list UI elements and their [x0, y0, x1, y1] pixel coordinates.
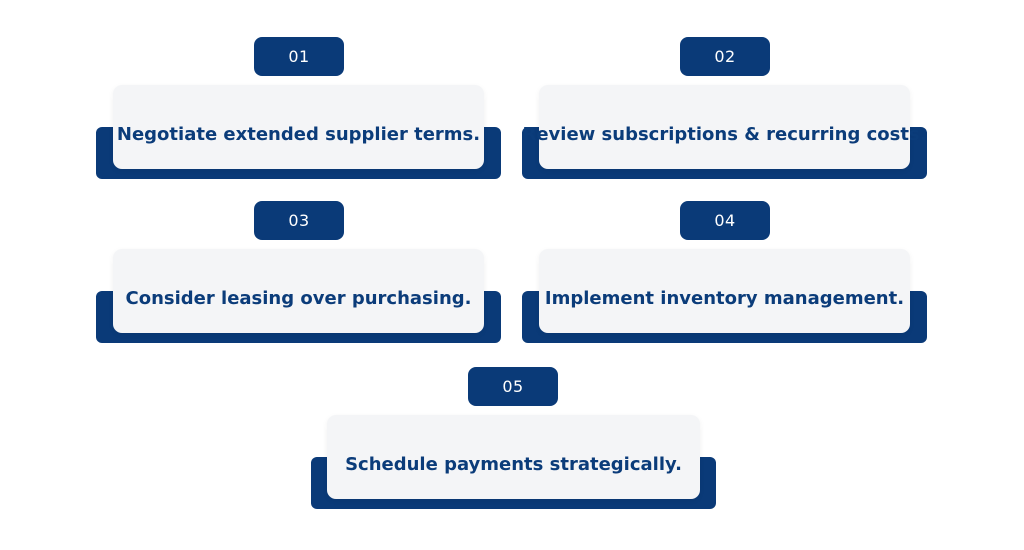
- step-text: Schedule payments strategically.: [345, 453, 682, 475]
- step-card-3: 03 Consider leasing over purchasing.: [96, 201, 501, 343]
- step-card-2: 02 Review subscriptions & recurring cost…: [522, 37, 927, 179]
- step-card-panel: Review subscriptions & recurring costs.: [522, 85, 927, 169]
- step-number-badge: 01: [254, 37, 344, 76]
- step-card-4: 04 Implement inventory management.: [522, 201, 927, 343]
- step-text: Consider leasing over purchasing.: [125, 287, 472, 309]
- step-card-5: 05 Schedule payments strategically.: [311, 367, 716, 509]
- step-card-panel: Schedule payments strategically.: [327, 415, 700, 499]
- step-card-panel: Implement inventory management.: [539, 249, 910, 333]
- step-card-1: 01 Negotiate extended supplier terms.: [96, 37, 501, 179]
- step-number-badge: 02: [680, 37, 770, 76]
- step-card-panel: Consider leasing over purchasing.: [113, 249, 484, 333]
- step-text: Implement inventory management.: [544, 287, 905, 309]
- step-number-badge: 04: [680, 201, 770, 240]
- step-number-badge: 03: [254, 201, 344, 240]
- step-text: Review subscriptions & recurring costs.: [522, 123, 927, 145]
- step-text: Negotiate extended supplier terms.: [116, 123, 481, 145]
- step-card-panel: Negotiate extended supplier terms.: [113, 85, 484, 169]
- step-number-badge: 05: [468, 367, 558, 406]
